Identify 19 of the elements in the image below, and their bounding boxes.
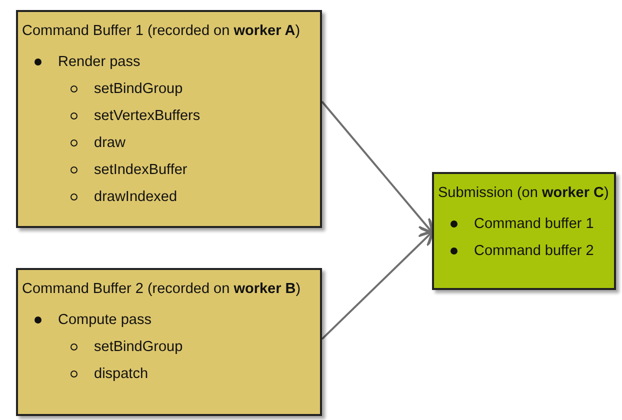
list-item: setVertexBuffers: [94, 107, 200, 125]
box-heading: Submission (on worker C): [438, 184, 609, 202]
list-item: draw: [94, 134, 126, 152]
list-item: setBindGroup: [94, 338, 183, 356]
process-box: [16, 268, 322, 416]
list-item: Compute pass: [58, 311, 152, 329]
list-item: drawIndexed: [94, 188, 178, 206]
box-heading: Command Buffer 2 (recorded on worker B): [22, 280, 301, 298]
list-item: Command buffer 2: [474, 242, 594, 260]
arrow: [321, 230, 434, 340]
list-item: Render pass: [58, 53, 140, 71]
arrow: [321, 100, 434, 235]
list-item: Command buffer 1: [474, 215, 594, 233]
list-item: dispatch: [94, 365, 148, 383]
process-box: [16, 10, 322, 228]
process-box: [432, 172, 616, 290]
list-item: setBindGroup: [94, 80, 183, 98]
list-item: setIndexBuffer: [94, 161, 188, 179]
box-heading: Command Buffer 1 (recorded on worker A): [22, 22, 300, 40]
